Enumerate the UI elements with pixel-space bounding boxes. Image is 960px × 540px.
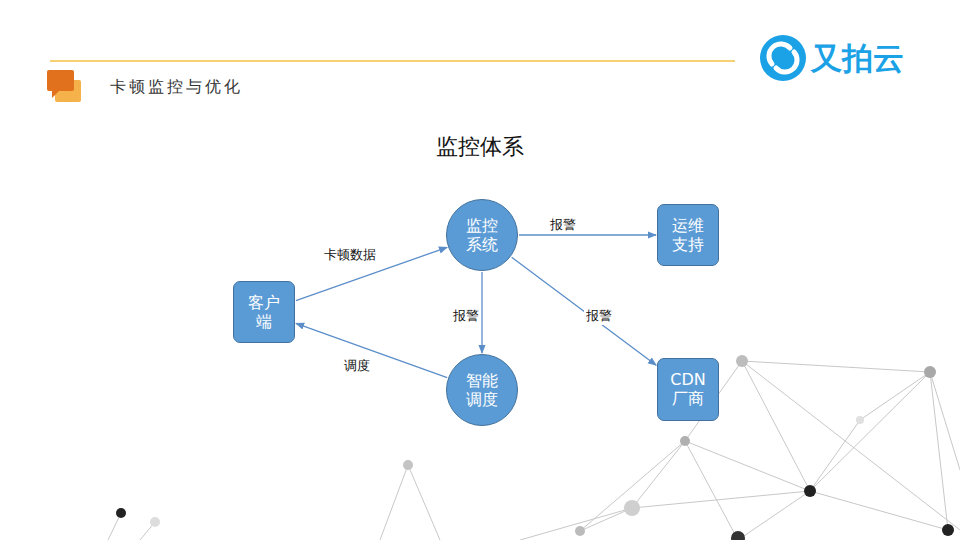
brand-logo-text: 又拍云 — [811, 38, 904, 80]
edge-label: 报警 — [584, 307, 614, 325]
connector-arrow — [512, 257, 657, 365]
node-label: 运维支持 — [666, 216, 710, 254]
process-circle: 智能调度 — [446, 354, 518, 426]
process-circle: 监控系统 — [446, 199, 518, 271]
edge-label: 报警 — [451, 307, 481, 325]
process-box: 客户端 — [233, 281, 295, 343]
brand-logo-icon — [760, 35, 806, 81]
node-label: CDN 厂商 — [666, 370, 710, 408]
connector-arrow — [519, 234, 656, 235]
network-dots — [116, 355, 954, 540]
connector-arrow — [481, 272, 482, 353]
edge-label: 卡顿数据 — [322, 246, 378, 264]
edge-label: 报警 — [548, 216, 578, 234]
node-label: 客户端 — [242, 293, 286, 331]
node-label: 监控系统 — [464, 216, 500, 254]
process-box: 运维支持 — [657, 204, 719, 266]
diagram-title: 监控体系 — [0, 132, 960, 162]
edge-label: 调度 — [342, 357, 372, 375]
node-label: 智能调度 — [464, 371, 500, 409]
connector-arrow — [296, 323, 447, 377]
header-rule — [50, 60, 735, 62]
section-heading: 卡顿监控与优化 — [110, 77, 243, 98]
header-icon — [47, 70, 81, 102]
network-decoration — [108, 361, 960, 540]
process-box: CDN 厂商 — [657, 358, 719, 421]
